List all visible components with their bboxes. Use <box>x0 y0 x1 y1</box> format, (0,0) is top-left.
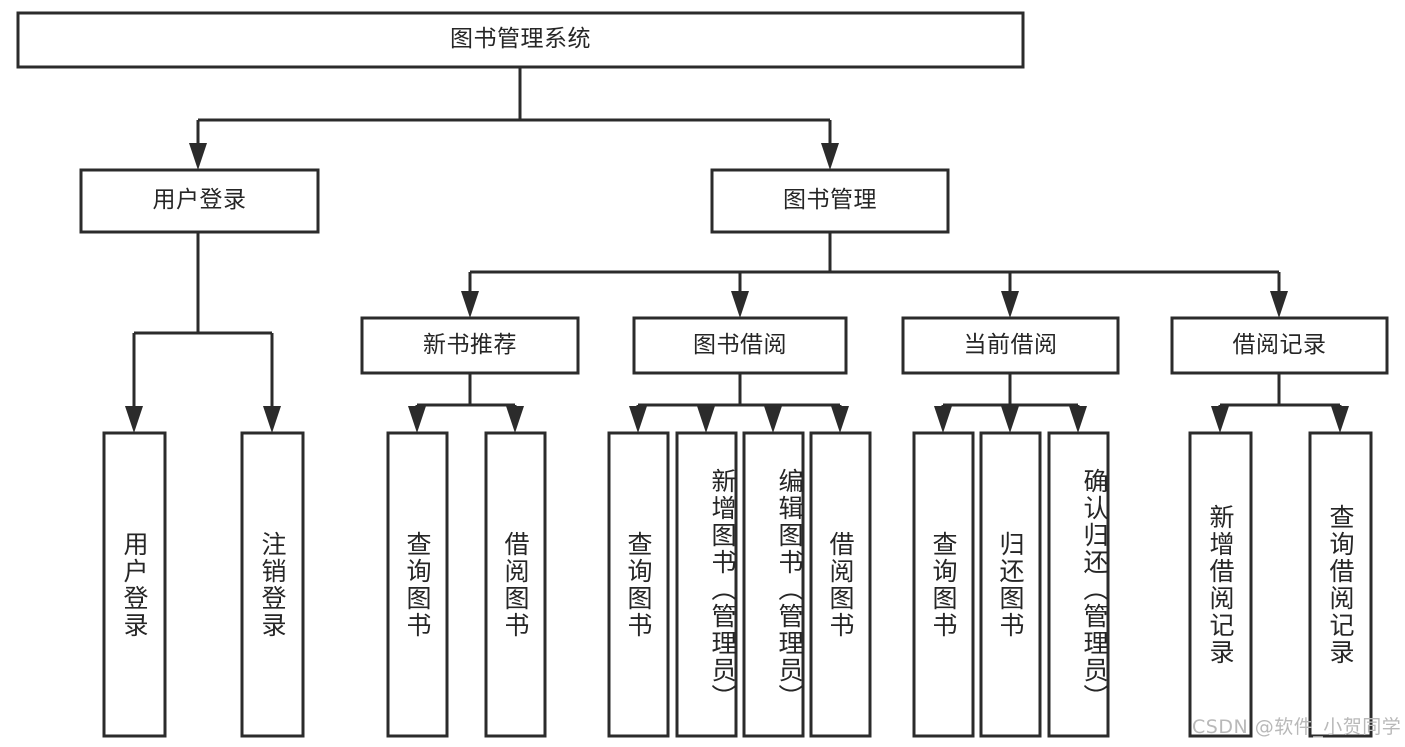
arrow-cb-to-return-book <box>1001 406 1019 433</box>
node-box-leaf-borrow-book-2[interactable] <box>809 431 872 738</box>
arrow-bm-to-new-book-recommend <box>461 291 479 318</box>
node-box-leaf-query-book-1[interactable] <box>386 431 449 738</box>
node-box-leaf-user-logout[interactable] <box>240 431 305 738</box>
arrow-bb-to-query-book <box>629 406 647 433</box>
node-box-leaf-add-book[interactable] <box>675 431 738 738</box>
arrow-br-to-query-record <box>1331 406 1349 433</box>
node-box-user-login[interactable] <box>79 168 320 234</box>
arrow-root-to-book-management <box>821 143 839 170</box>
node-box-new-book-recommend[interactable] <box>360 316 580 375</box>
arrow-user-login-to-leaf-1 <box>125 406 143 433</box>
node-box-leaf-confirm-return[interactable] <box>1047 431 1110 738</box>
node-box-leaf-edit-book[interactable] <box>742 431 805 738</box>
node-box-leaf-borrow-book-1[interactable] <box>484 431 547 738</box>
arrow-bb-to-borrow-book <box>831 406 849 433</box>
node-box-leaf-user-login[interactable] <box>102 431 167 738</box>
arrow-cb-to-confirm-return <box>1069 406 1087 433</box>
node-box-book-borrow[interactable] <box>632 316 848 375</box>
node-box-leaf-query-borrow-record[interactable] <box>1308 431 1373 738</box>
node-box-borrow-record[interactable] <box>1170 316 1389 375</box>
arrow-bm-to-borrow-record <box>1270 291 1288 318</box>
node-box-leaf-query-book-2[interactable] <box>607 431 670 738</box>
arrow-br-to-add-record <box>1211 406 1229 433</box>
node-box-book-management[interactable] <box>710 168 950 234</box>
arrow-nbr-to-borrow-book <box>506 406 524 433</box>
arrow-bb-to-add-book <box>697 406 715 433</box>
arrow-user-login-to-leaf-2 <box>263 406 281 433</box>
node-box-leaf-add-borrow-record[interactable] <box>1188 431 1253 738</box>
node-box-root[interactable] <box>16 11 1025 69</box>
arrow-bb-to-edit-book <box>764 406 782 433</box>
arrow-cb-to-query-book <box>934 406 952 433</box>
arrow-bm-to-book-borrow <box>731 291 749 318</box>
arrow-bm-to-current-borrow <box>1001 291 1019 318</box>
arrow-root-to-user-login <box>189 143 207 170</box>
node-box-leaf-query-book-3[interactable] <box>912 431 975 738</box>
arrow-nbr-to-query-book <box>408 406 426 433</box>
node-box-leaf-return-book[interactable] <box>979 431 1042 738</box>
node-box-current-borrow[interactable] <box>901 316 1120 375</box>
